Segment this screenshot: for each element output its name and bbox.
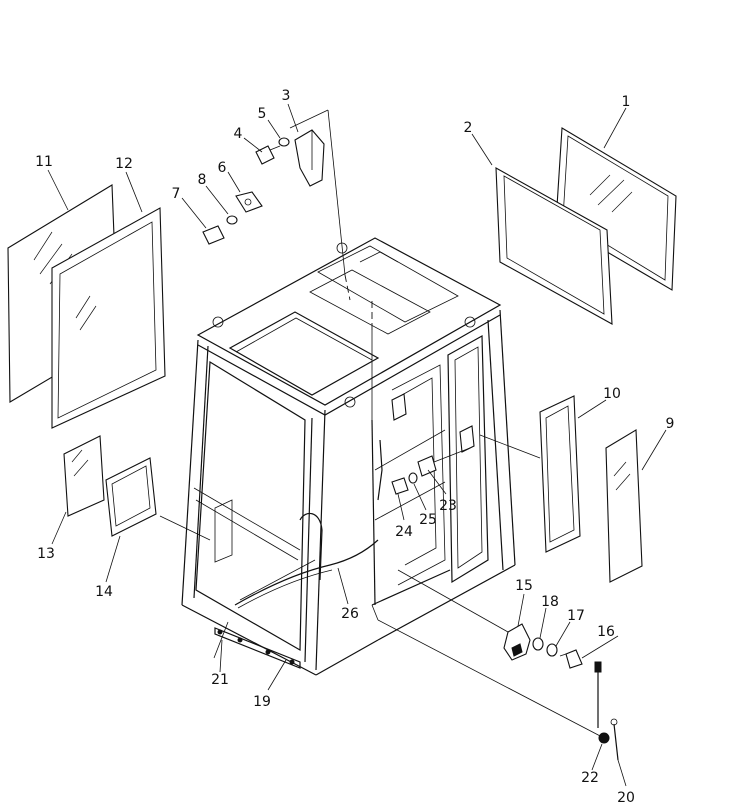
callout-18: 18 xyxy=(541,594,559,610)
callout-leaders xyxy=(47,103,667,787)
callout-7: 7 xyxy=(172,186,181,202)
part-12-side-seal xyxy=(51,207,166,429)
part-7-bolt xyxy=(202,225,225,245)
callout-21: 21 xyxy=(211,672,229,688)
part-8-washer xyxy=(226,215,238,225)
callout-2: 2 xyxy=(464,120,473,136)
callout-11: 11 xyxy=(35,154,53,170)
part-6-latch xyxy=(235,191,263,213)
callout-10: 10 xyxy=(603,386,621,402)
callout-19: 19 xyxy=(253,694,271,710)
callout-14: 14 xyxy=(95,584,113,600)
part-5-washer xyxy=(278,137,290,147)
callout-6: 6 xyxy=(218,160,227,176)
part-14-quarter-seal xyxy=(105,457,157,537)
callout-24: 24 xyxy=(395,524,413,540)
callout-13: 13 xyxy=(37,546,55,562)
part-18-washer xyxy=(532,637,544,651)
callout-20: 20 xyxy=(617,790,635,802)
callout-26: 26 xyxy=(341,606,359,622)
part-10-side-seal xyxy=(539,395,581,553)
part-13-quarter-glass xyxy=(63,435,105,517)
callout-5: 5 xyxy=(258,106,267,122)
callout-8: 8 xyxy=(198,172,207,188)
part-4-bolt xyxy=(255,145,281,165)
callout-25: 25 xyxy=(419,512,437,528)
part-22-grommet xyxy=(594,661,610,744)
part-2-rear-seal xyxy=(495,167,613,325)
part-9-side-glass xyxy=(605,429,643,583)
part-25-washer xyxy=(408,472,418,484)
callout-3: 3 xyxy=(282,88,291,104)
callout-17: 17 xyxy=(567,608,585,624)
callout-22: 22 xyxy=(581,770,599,786)
callout-12: 12 xyxy=(115,156,133,172)
callout-numbers: 1 2 3 4 5 6 7 8 9 10 11 12 13 14 15 16 1… xyxy=(35,88,674,802)
part-3-bracket xyxy=(294,129,325,187)
callout-1: 1 xyxy=(622,94,631,110)
part-24-bolt xyxy=(391,477,409,495)
part-16-bolt xyxy=(559,649,583,669)
part-15-striker xyxy=(503,623,531,661)
callout-23: 23 xyxy=(439,498,457,514)
callout-4: 4 xyxy=(234,126,243,142)
part-20-pin xyxy=(610,718,619,761)
callout-16: 16 xyxy=(597,624,615,640)
callout-15: 15 xyxy=(515,578,533,594)
part-1-rear-glass xyxy=(555,127,677,291)
callout-9: 9 xyxy=(666,416,675,432)
assembly-lines xyxy=(159,109,605,739)
part-17-washer xyxy=(546,643,558,657)
part-23-hinge-plate xyxy=(417,455,437,477)
